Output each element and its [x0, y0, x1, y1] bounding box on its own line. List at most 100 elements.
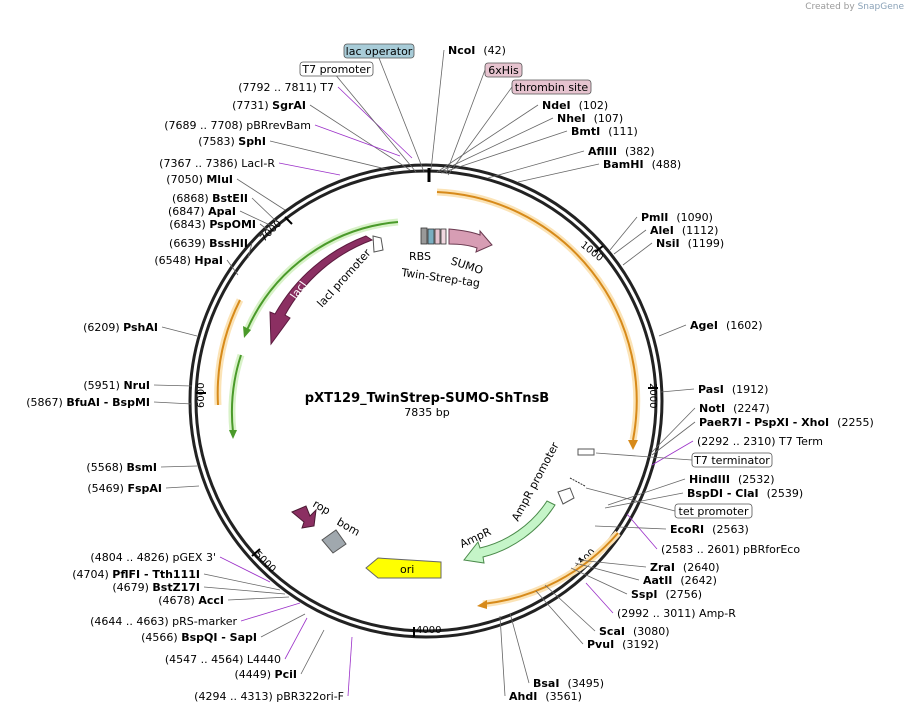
- site-right-scai[interactable]: ScaI(3080): [599, 625, 670, 638]
- rop-feature[interactable]: [291, 505, 317, 529]
- leader-sphi: [269, 140, 395, 172]
- site-right-bspdi[interactable]: BspDI - ClaI(2539): [687, 487, 803, 500]
- site-left-fspai[interactable]: (5469) FspAI: [87, 482, 162, 495]
- site-right-ahdi[interactable]: AhdI(3561): [509, 690, 582, 703]
- leader-afliii: [487, 150, 585, 179]
- leader-box-his-tag: [445, 69, 486, 175]
- site-left-sgrai[interactable]: (7731) SgrAI: [232, 99, 306, 112]
- site-left-pspomi[interactable]: (6843) PspOMI: [169, 218, 256, 231]
- laci-promoter-arrow[interactable]: [372, 235, 384, 253]
- lac-operator-block[interactable]: [427, 228, 435, 245]
- orf-main: [436, 191, 638, 441]
- leader-box-t7-promoter: [336, 75, 417, 173]
- site-right-paer7i[interactable]: PaeR7I - PspXI - XhoI(2255): [699, 416, 874, 429]
- leader-primer-pbrforeco: [626, 513, 658, 550]
- site-right-noti[interactable]: NotI(2247): [699, 402, 770, 415]
- site-right-sspi[interactable]: SspI(2756): [631, 588, 702, 601]
- snapgene-credit: Created by SnapGene: [805, 2, 904, 12]
- site-left-hpai[interactable]: (6548) HpaI: [154, 254, 223, 267]
- leader-bstz17i: [203, 586, 286, 595]
- leader-bspdi: [604, 492, 684, 509]
- leader-agei: [658, 324, 687, 337]
- primer-pbrrevbam[interactable]: (7689 .. 7708) pBRrevBam: [164, 119, 311, 132]
- primer-t7-term[interactable]: (2292 .. 2310) T7 Term: [697, 435, 823, 448]
- site-right-aatii[interactable]: AatII(2642): [643, 574, 717, 587]
- rbs-block[interactable]: [420, 227, 428, 245]
- box-tet-promoter[interactable]: tet promoter: [674, 503, 753, 519]
- site-left-pflfi[interactable]: (4704) PflFI - Tth111I: [72, 568, 200, 581]
- primer-t7[interactable]: (7792 .. 7811) T7: [238, 81, 334, 94]
- orf-main-arrowhead: [628, 440, 638, 450]
- site-left-pshai[interactable]: (6209) PshAI: [83, 321, 158, 334]
- leader-pflfi: [203, 573, 281, 591]
- ampr-feature[interactable]: [463, 500, 556, 564]
- site-right-ecori[interactable]: EcoRI(2563): [670, 523, 749, 536]
- ori-feature[interactable]: [365, 557, 442, 579]
- primer-pbr322ori-f[interactable]: (4294 .. 4313) pBR322ori-F: [194, 690, 344, 703]
- tick-7000: [284, 216, 293, 225]
- box-his-tag[interactable]: 6xHis: [484, 62, 523, 78]
- site-left-bsshii[interactable]: (6639) BssHII: [169, 237, 248, 250]
- box-t7-terminator[interactable]: T7 terminator: [691, 452, 773, 468]
- box-bg-thrombin-site: [511, 79, 592, 95]
- twin-strep-block[interactable]: [440, 228, 447, 245]
- leader-nhei: [438, 117, 554, 173]
- ampr-promoter-label: AmpR promoter: [509, 440, 562, 524]
- green-arc-1-head: [243, 326, 251, 338]
- site-right-bmti[interactable]: BmtI(111): [571, 125, 638, 138]
- site-right-afliii[interactable]: AflIII(382): [588, 145, 655, 158]
- site-right-ndei[interactable]: NdeI(102): [542, 99, 608, 112]
- leader-primer-pbr322ori-f: [347, 636, 353, 697]
- site-left-sphi[interactable]: (7583) SphI: [198, 135, 266, 148]
- site-right-alei[interactable]: AleI(1112): [650, 224, 718, 237]
- leader-primer-pbrrevbam: [314, 124, 401, 157]
- bom-feature[interactable]: [321, 529, 347, 554]
- t7-terminator-marker[interactable]: [577, 448, 595, 456]
- site-right-pmli[interactable]: PmlI(1090): [641, 211, 713, 224]
- site-right-agei[interactable]: AgeI(1602): [690, 319, 763, 332]
- his-block[interactable]: [434, 228, 441, 245]
- backbone-inner: [194, 169, 658, 633]
- backbone-outer: [188, 163, 664, 639]
- site-left-acci[interactable]: (4678) AccI: [158, 594, 224, 607]
- box-t7-promoter[interactable]: T7 promoter: [299, 61, 374, 77]
- primer-prs-marker[interactable]: (4644 .. 4663) pRS-marker: [90, 615, 237, 628]
- site-right-pasi[interactable]: PasI(1912): [698, 383, 768, 396]
- site-right-ncoi[interactable]: NcoI(42): [448, 44, 506, 57]
- tick-label-6000: 6000: [196, 383, 207, 408]
- leader-ncoi: [430, 49, 445, 171]
- site-left-nrui[interactable]: (5951) NruI: [83, 379, 150, 392]
- site-right-hindiii[interactable]: HindIII(2532): [689, 473, 775, 486]
- leader-ndei: [436, 104, 539, 173]
- rbs-label: RBS: [409, 250, 431, 263]
- site-left-bspqi[interactable]: (4566) BspQI - SapI: [141, 631, 257, 644]
- site-right-bamhi[interactable]: BamHI(488): [603, 158, 681, 171]
- primer-l4440[interactable]: (4547 .. 4564) L4440: [165, 653, 281, 666]
- tet-promoter-marker: [569, 477, 586, 487]
- box-thrombin-site[interactable]: thrombin site: [511, 79, 592, 95]
- ampr-promoter-arrow[interactable]: [557, 487, 575, 505]
- sumo-feature[interactable]: [448, 228, 493, 253]
- site-right-zrai[interactable]: ZraI(2640): [650, 561, 720, 574]
- site-left-bsmi[interactable]: (5568) BsmI: [86, 461, 157, 474]
- site-left-mlui[interactable]: (7050) MluI: [166, 173, 233, 186]
- leader-zrai: [577, 559, 647, 568]
- site-left-apai[interactable]: (6847) ApaI: [168, 205, 236, 218]
- primer-pbrforeco[interactable]: (2583 .. 2601) pBRforEco: [661, 543, 800, 556]
- site-left-pcii[interactable]: (4449) PciI: [234, 668, 297, 681]
- site-left-bfuai[interactable]: (5867) BfuAI - BspMI: [26, 396, 150, 409]
- primer-laci-r[interactable]: (7367 .. 7386) LacI-R: [159, 157, 275, 170]
- site-left-bsteii[interactable]: (6868) BstEII: [172, 192, 248, 205]
- box-lac-operator[interactable]: lac operator: [343, 43, 415, 59]
- laci-promoter-label: lacI promoter: [315, 246, 374, 310]
- laci-feature[interactable]: [269, 235, 374, 346]
- primer-amp-r[interactable]: (2992 .. 3011) Amp-R: [617, 607, 736, 620]
- leader-scai: [544, 584, 596, 632]
- primer-pgex3[interactable]: (4804 .. 4826) pGEX 3': [90, 551, 216, 564]
- site-right-bsai[interactable]: BsaI(3495): [533, 677, 604, 690]
- site-right-nsii[interactable]: NsiI(1199): [656, 237, 724, 250]
- site-right-pvui[interactable]: PvuI(3192): [587, 638, 659, 651]
- site-right-nhei[interactable]: NheI(107): [557, 112, 623, 125]
- sumo-region: [420, 227, 493, 253]
- site-left-bstz17i[interactable]: (4679) BstZ17I: [112, 581, 200, 594]
